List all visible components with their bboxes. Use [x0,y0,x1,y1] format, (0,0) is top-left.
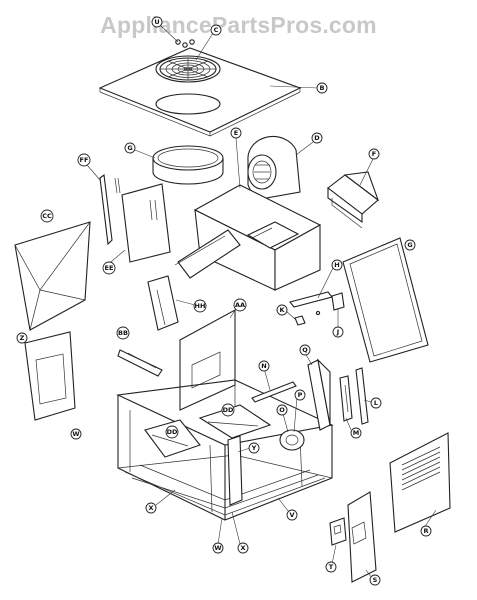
corner-post [99,173,121,246]
callout-z: Z [16,332,28,344]
svg-text:R: R [423,527,428,535]
svg-text:X: X [148,504,153,512]
svg-text:D: D [314,134,320,142]
svg-text:V: V [289,511,294,519]
callout-o: O [276,404,288,416]
svg-text:C: C [214,26,219,34]
callout-aa: AA [233,298,247,312]
side-access-panel [342,237,429,363]
svg-text:DD: DD [223,406,234,414]
louvered-panel [389,432,451,533]
svg-text:N: N [261,362,266,370]
callout-bb: BB [116,326,130,340]
callout-ee: EE [102,261,116,275]
slide-rail [251,381,297,403]
svg-text:Q: Q [302,346,308,354]
svg-text:G: G [407,241,412,249]
callout-q: Q [299,344,311,356]
callout-b: B [316,82,328,94]
filter-bracket [327,171,380,229]
watermark-text: AppliancePartsPros.com [100,12,377,38]
callout-u: U [151,16,163,28]
blower-deck-assembly [174,184,322,291]
callout-y: Y [248,442,260,454]
callout-n: N [258,360,270,372]
callout-s: S [369,574,381,586]
pressure-switch [279,429,305,451]
svg-text:EE: EE [105,264,114,272]
svg-text:W: W [72,430,79,438]
svg-text:W: W [214,544,221,552]
callout-k: K [276,304,288,316]
front-panel-left [121,183,171,263]
callout-e: E [230,127,242,139]
svg-text:HH: HH [195,302,206,310]
orifice-ring [152,145,224,185]
callout-w-bottom: W [212,542,224,554]
fan-motor-nuts [175,39,195,48]
svg-text:S: S [373,576,378,584]
svg-text:P: P [298,391,303,399]
svg-text:Y: Y [251,444,257,452]
callout-hh: HH [193,299,207,313]
callout-r: R [420,525,432,537]
control-door-panel [24,331,76,421]
callout-cc: CC [40,209,54,223]
svg-text:CC: CC [42,212,52,220]
svg-text:U: U [154,18,159,26]
callout-h: H [331,259,343,271]
callout-g-ring: G [124,142,136,154]
callout-j: J [332,326,344,338]
svg-text:L: L [374,399,378,407]
mounting-strip [355,367,369,425]
fan-grille [159,57,217,81]
svg-text:AA: AA [235,301,245,309]
svg-text:B: B [320,84,325,92]
svg-text:K: K [279,306,285,314]
callout-dd-right: DD [221,403,235,417]
vertical-support [147,275,179,331]
svg-text:H: H [334,261,339,269]
callout-t: T [325,561,337,573]
callout-c: C [210,24,222,36]
svg-text:FF: FF [80,156,89,164]
top-panel [98,47,302,137]
small-brackets [289,291,345,326]
svg-text:X: X [240,544,245,552]
callout-m: M [350,427,362,439]
svg-text:DD: DD [167,428,178,436]
callout-x: X [145,502,157,514]
svg-text:G: G [127,144,132,152]
callout-d: D [311,132,323,144]
callout-g-panel: G [404,239,416,251]
callout-v: V [286,509,298,521]
callout-l: L [370,397,382,409]
callout-p: P [294,389,306,401]
svg-text:F: F [372,150,376,158]
right-bracket [307,358,331,431]
left-side-panel [14,221,91,331]
svg-text:BB: BB [118,329,128,337]
center-divider [227,435,243,506]
svg-text:E: E [234,129,238,137]
drain-tray [117,349,163,377]
callout-x-bottom: X [237,542,249,554]
svg-text:O: O [279,406,285,414]
blower-housing [247,135,301,201]
svg-text:Z: Z [20,334,25,342]
coil-pans [144,404,272,458]
callout-ff: FF [77,153,91,167]
access-door-panel [347,491,377,583]
svg-text:T: T [329,563,334,571]
svg-text:M: M [353,429,359,437]
callout-w-left: W [70,428,82,440]
callout-f: F [368,148,380,160]
mounting-plate [339,375,353,422]
callout-dd-left: DD [165,425,179,439]
switch-plate [329,517,347,546]
svg-text:J: J [336,328,339,336]
